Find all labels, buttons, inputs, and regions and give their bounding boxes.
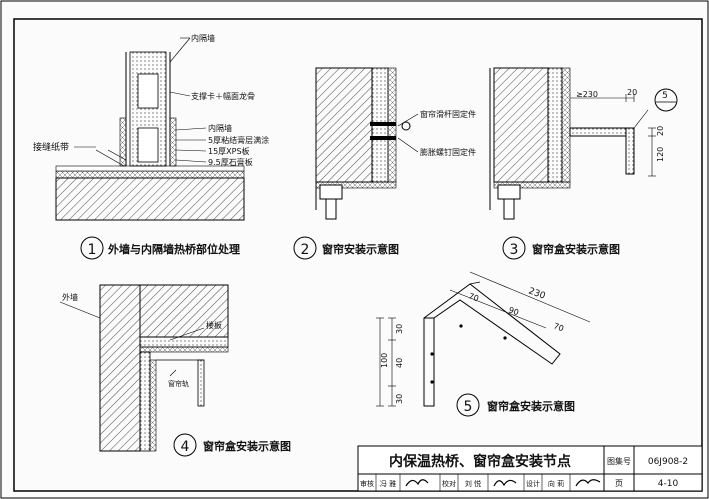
reviewer-signature <box>405 479 429 487</box>
d5-dim-30a: 30 <box>395 324 404 334</box>
d4-label-rail: 窗帘轨 <box>168 379 189 388</box>
atlas-number: 06J908-2 <box>648 457 688 467</box>
checker-name: 刘 悦 <box>465 479 481 488</box>
checker-signature <box>493 479 517 487</box>
review-label: 审核 <box>360 479 374 488</box>
detail-3-caption: 窗帘盒安装示意图 <box>532 242 620 256</box>
detail-1-number: 1 <box>88 242 97 258</box>
d5-dim-70b: 70 <box>552 321 565 333</box>
detail-5-number: 5 <box>464 399 473 415</box>
detail-4-number: 4 <box>181 439 190 455</box>
d3-dim-230: ≥230 <box>576 90 598 99</box>
detail-2-drawing <box>315 67 419 220</box>
d1-label-inner-wall: 内隔墙 <box>191 33 215 43</box>
designer-signature <box>575 479 601 487</box>
detail-4-number-circle <box>173 433 197 457</box>
d5-dim-230: 230 <box>527 286 547 301</box>
d1-label-putty: 5厚粘结膏层满涂 <box>208 135 269 145</box>
detail-2-number: 2 <box>301 242 310 258</box>
d4-label-outer-wall: 外墙 <box>62 292 78 302</box>
detail-4-drawing <box>59 284 229 452</box>
check-label: 校对 <box>442 479 456 488</box>
detail-5-drawing <box>376 271 591 407</box>
detail-3-number-circle <box>502 236 526 260</box>
design-label: 设计 <box>526 479 540 488</box>
d5-dim-30b: 30 <box>395 394 404 404</box>
atlas-label: 图集号 <box>607 456 631 466</box>
d2-label-rod-fixing: 窗帘滑杆固定件 <box>420 109 476 119</box>
detail-2-number-circle <box>293 236 317 260</box>
d3-dim-120: 120 <box>656 147 665 162</box>
sheet-title: 内保温热桥、窗帘盒安装节点 <box>389 453 571 470</box>
detail-3-drawing <box>489 67 678 220</box>
d5-dim-100: 100 <box>380 353 389 368</box>
d2-label-bolt-fixing: 膨胀螺钉固定件 <box>420 147 476 157</box>
d5-dim-90: 90 <box>507 305 520 317</box>
d1-label-xps: 15厚XPS板 <box>208 146 250 156</box>
d3-dim-20-vertical: 20 <box>656 126 665 136</box>
detail-5-number-circle <box>456 393 480 417</box>
d1-label-inner-wall-2: 内隔墙 <box>208 123 232 133</box>
title-block <box>357 445 703 492</box>
d4-label-floor: 楼板 <box>206 320 222 330</box>
detail-1-drawing <box>55 37 245 221</box>
detail-1-number-circle <box>80 236 104 260</box>
d1-label-support: 支撑卡＋幅面龙骨 <box>191 91 255 101</box>
detail-1-caption: 外墙与内隔墙热桥部位处理 <box>107 242 240 256</box>
d5-dim-70a: 70 <box>467 291 480 303</box>
detail-5-caption: 窗帘盒安装示意图 <box>487 399 575 413</box>
page-number: 4-10 <box>658 479 679 489</box>
designer-name: 向 莉 <box>548 479 564 488</box>
detail-4-caption: 窗帘盒安装示意图 <box>203 439 291 453</box>
detail-2-caption: 窗帘安装示意图 <box>322 242 399 256</box>
d1-label-gypsum: 9.5厚石膏板 <box>208 157 253 167</box>
reviewer-name: 冯 雅 <box>380 479 396 488</box>
d3-ref-number: 5 <box>662 91 668 101</box>
d3-dim-20: 20 <box>627 88 637 97</box>
d1-label-joint-tape: 接缝纸带 <box>33 141 69 153</box>
detail-3-number: 3 <box>510 242 519 258</box>
page-label: 页 <box>615 479 623 488</box>
d5-dim-40: 40 <box>395 358 404 368</box>
